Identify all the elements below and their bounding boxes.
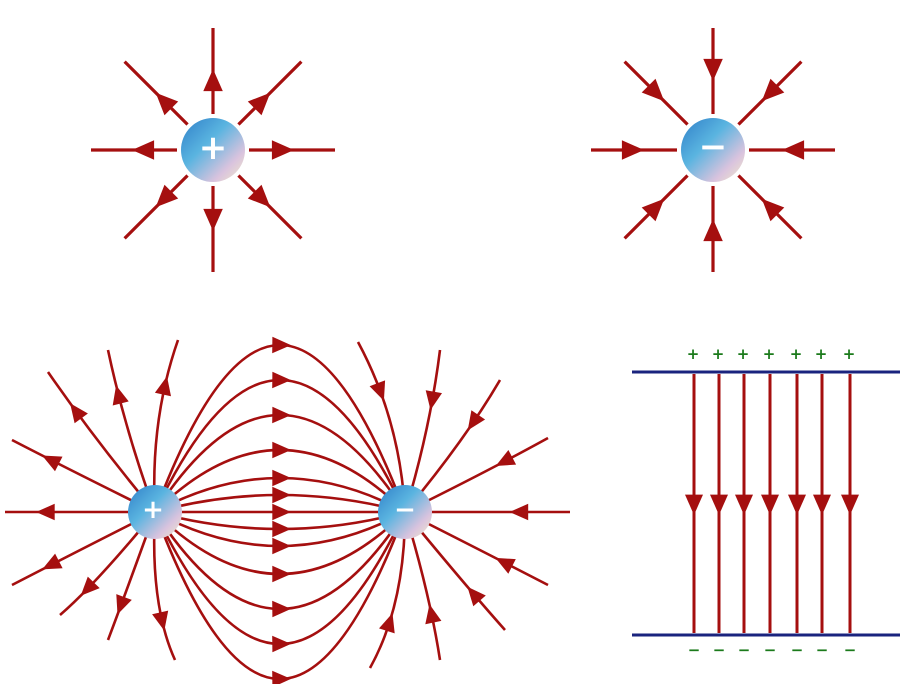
isolated-negative-charge: − (681, 118, 745, 182)
arrowhead-icon (80, 576, 100, 596)
arrowhead-icon (379, 613, 395, 634)
arrowhead-icon (152, 610, 169, 631)
negative-charge-sign: − (688, 641, 701, 659)
arrowhead-icon (272, 635, 291, 653)
arrowhead-icon (641, 198, 665, 222)
negative-charge-sign: − (738, 641, 751, 659)
dipole-field-line (153, 343, 407, 513)
isolated-positive-charge: + (181, 118, 245, 182)
arrowhead-icon (369, 380, 386, 401)
arrowhead-icon (425, 390, 442, 410)
positive-charge-sign: + (712, 345, 725, 363)
dipole-field-line (153, 511, 407, 681)
arrowhead-icon (761, 198, 785, 222)
positive-charge-sign: + (790, 345, 803, 363)
arrowhead-icon (621, 140, 644, 160)
arrowhead-icon (272, 336, 291, 354)
positive-charge-sign: + (763, 345, 776, 363)
arrowhead-icon (154, 376, 171, 397)
arrowhead-icon (247, 92, 271, 116)
arrowhead-icon (703, 219, 723, 242)
negative-charge-sign: − (816, 641, 829, 659)
arrowhead-icon (272, 520, 291, 538)
positive-sign: + (199, 128, 228, 168)
arrowhead-icon (42, 455, 63, 472)
arrowhead-icon (710, 494, 728, 515)
arrowhead-icon (841, 494, 859, 515)
arrowhead-icon (272, 503, 291, 521)
arrowhead-icon (247, 184, 271, 208)
arrowhead-icon (272, 441, 291, 459)
positive-sign: + (142, 495, 164, 525)
arrowhead-icon (36, 503, 55, 521)
arrowhead-icon (641, 78, 665, 102)
arrowhead-icon (272, 371, 291, 389)
arrowhead-icon (813, 494, 831, 515)
arrowhead-icon (685, 494, 703, 515)
arrowhead-icon (272, 565, 291, 583)
arrowhead-icon (467, 410, 486, 431)
arrowhead-icon (495, 450, 517, 466)
arrowhead-icon (495, 557, 516, 574)
positive-charge-sign: + (843, 345, 856, 363)
negative-charge-sign: − (791, 641, 804, 659)
arrowhead-icon (788, 494, 806, 515)
negative-sign: − (699, 127, 728, 167)
arrowhead-icon (782, 140, 805, 160)
arrowhead-icon (112, 385, 129, 406)
arrowhead-icon (272, 670, 291, 684)
parallel-plates: + − + − + − + − + − + − + − (632, 345, 900, 659)
arrowhead-icon (272, 469, 291, 487)
arrowhead-icon (703, 58, 723, 81)
negative-charge-sign: − (844, 641, 857, 659)
arrowhead-icon (761, 78, 785, 102)
arrowhead-icon (761, 494, 779, 515)
arrowhead-icon (132, 140, 155, 160)
positive-charge-sign: + (687, 345, 700, 363)
arrowhead-icon (42, 553, 63, 570)
arrowhead-icon (425, 604, 442, 625)
arrowhead-icon (272, 537, 291, 555)
negative-charge-sign: − (764, 641, 777, 659)
arrowhead-icon (272, 486, 291, 504)
arrowhead-icon (467, 586, 486, 607)
dipole-negative-charge: − (378, 485, 432, 539)
arrowhead-icon (155, 92, 179, 116)
arrowhead-icon (272, 406, 291, 424)
arrowhead-icon (272, 600, 291, 618)
arrowhead-icon (70, 403, 88, 424)
positive-charge-sign: + (737, 345, 750, 363)
arrowhead-icon (271, 140, 294, 160)
arrowhead-icon (509, 503, 529, 521)
arrowhead-icon (203, 69, 223, 92)
arrowhead-icon (735, 494, 753, 515)
dipole-positive-charge: + (128, 485, 182, 539)
positive-charge-sign: + (815, 345, 828, 363)
negative-charge-sign: − (713, 641, 726, 659)
arrowhead-icon (203, 208, 223, 231)
negative-sign: − (394, 495, 416, 525)
arrowhead-icon (155, 184, 179, 208)
arrowhead-icon (116, 594, 132, 615)
